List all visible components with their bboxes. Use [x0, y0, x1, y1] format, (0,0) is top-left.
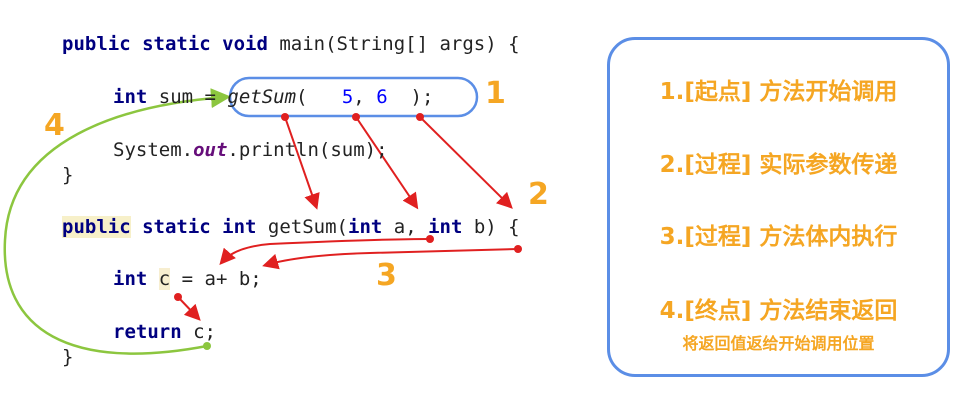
code-keyword: int — [113, 86, 148, 108]
code-keyword: int — [113, 268, 148, 290]
code-keyword: public — [62, 216, 131, 238]
code-text: System. — [113, 139, 194, 161]
step-item-1: 1.[起点] 方法开始调用 — [659, 79, 898, 105]
code-line-return: return c; — [113, 319, 216, 345]
code-line-getsum-signature: public static int getSum(int a, int b) { — [62, 214, 520, 240]
code-method-call: getSum — [227, 86, 297, 108]
code-text: sum = — [147, 86, 228, 108]
steps-panel: 1.[起点] 方法开始调用 2.[过程] 实际参数传递 3.[过程] 方法体内执… — [607, 37, 950, 377]
code-arg-5: 5 — [341, 86, 354, 108]
code-text: getSum( — [256, 216, 348, 238]
arrow-arg-5-to-a — [355, 116, 419, 210]
arrow-arg-6-to-b — [419, 116, 513, 209]
step-label-2: 2 — [528, 177, 549, 212]
step-item-3: 3.[过程] 方法体内执行 — [659, 224, 898, 250]
arrow-return-to-call — [3, 88, 231, 355]
code-var-c: c — [158, 268, 171, 290]
code-keyword: int — [348, 216, 383, 238]
code-text: c; — [181, 321, 216, 343]
step-label-4: 4 — [44, 108, 65, 143]
code-line-println: System.out.println(sum); — [113, 137, 388, 163]
code-keyword: return — [113, 321, 182, 343]
step-label-1: 1 — [485, 76, 506, 111]
code-keyword: public static void — [62, 33, 268, 55]
code-text — [147, 268, 158, 290]
arrow-a-to-body — [219, 238, 431, 266]
code-text: ); — [410, 86, 434, 108]
code-line-close-getsum: } — [62, 346, 74, 368]
code-text: , — [353, 86, 365, 108]
step-item-4: 4.[终点] 方法结束返回 — [659, 298, 898, 324]
code-line-sum-call: int sum = getSum( 5, 6 ); — [113, 84, 433, 110]
step-item-2: 2.[过程] 实际参数传递 — [659, 152, 898, 178]
arrow-b-to-body — [262, 248, 519, 270]
code-keyword: static int — [130, 216, 257, 238]
arrow-c-to-return — [177, 296, 201, 321]
code-keyword: int — [428, 216, 463, 238]
code-text: ( — [296, 86, 308, 108]
code-param-b: b) { — [462, 216, 520, 238]
step-item-4-subtitle: 将返回值返给开始调用位置 — [682, 334, 875, 353]
code-text: main(String[] args) { — [267, 33, 520, 55]
code-text: = a+ b; — [170, 268, 262, 290]
code-param-a: a, — [382, 216, 429, 238]
code-text: .println(sum); — [227, 139, 388, 161]
step-label-3: 3 — [376, 258, 397, 293]
code-line-close-main: } — [62, 164, 74, 186]
arrow-call-to-method — [284, 116, 320, 210]
code-line-compute-c: int c = a+ b; — [113, 266, 262, 292]
code-field: out — [193, 139, 228, 161]
code-line-main-signature: public static void main(String[] args) { — [62, 31, 520, 57]
code-arg-6: 6 — [376, 86, 388, 108]
